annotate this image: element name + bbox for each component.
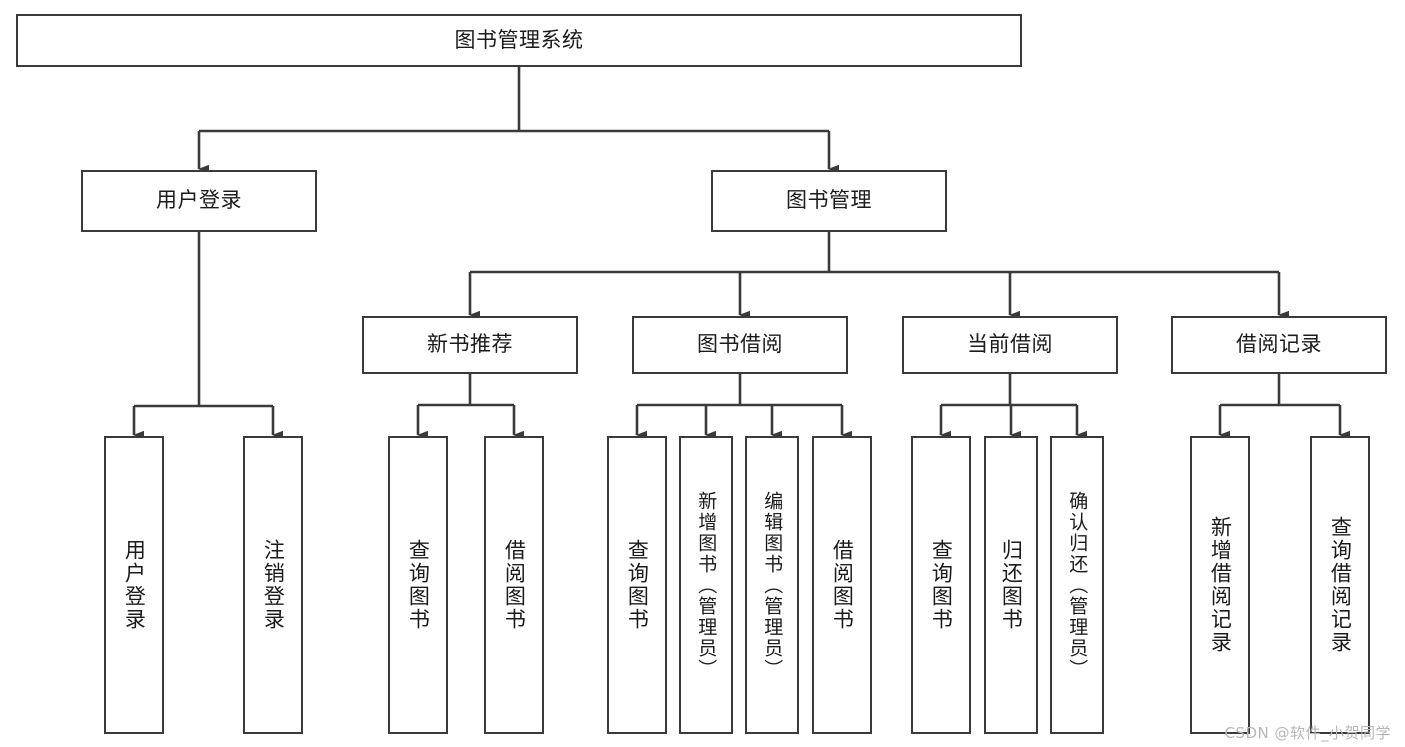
node-leaf-query-book-1: 查询图书 [388, 436, 448, 734]
node-leaf-query-record: 查询借阅记录 [1310, 436, 1370, 734]
node-leaf-borrow-book-2: 借阅图书 [812, 436, 872, 734]
node-label: 借阅图书 [830, 539, 855, 631]
node-label: 图书管理系统 [454, 27, 584, 52]
node-label: 编辑图书（管理员） [761, 490, 784, 680]
node-label: 借阅记录 [1236, 332, 1322, 357]
node-label: 注销登录 [261, 539, 286, 631]
node-current-borrow: 当前借阅 [902, 316, 1118, 374]
watermark-text: CSDN @软件_小贺同学 [1224, 724, 1391, 742]
node-label: 查询图书 [406, 539, 431, 631]
node-book-borrow: 图书借阅 [632, 316, 848, 374]
node-leaf-user-logout: 注销登录 [243, 436, 303, 734]
node-label: 新书推荐 [427, 332, 513, 357]
node-label: 新增借阅记录 [1208, 516, 1233, 654]
node-leaf-confirm-return: 确认归还（管理员） [1050, 436, 1104, 734]
node-label: 用户登录 [156, 188, 242, 213]
node-label: 图书借阅 [697, 332, 783, 357]
node-book-manage: 图书管理 [711, 170, 947, 232]
node-label: 确认归还（管理员） [1066, 490, 1089, 680]
node-label: 新增图书（管理员） [695, 490, 718, 680]
node-label: 用户登录 [122, 539, 147, 631]
node-leaf-edit-book: 编辑图书（管理员） [745, 436, 799, 734]
node-borrow-record: 借阅记录 [1171, 316, 1387, 374]
node-leaf-query-book-3: 查询图书 [911, 436, 971, 734]
node-leaf-add-record: 新增借阅记录 [1190, 436, 1250, 734]
node-label: 查询图书 [929, 539, 954, 631]
node-label: 查询图书 [625, 539, 650, 631]
node-leaf-add-book: 新增图书（管理员） [679, 436, 733, 734]
node-leaf-user-login: 用户登录 [104, 436, 164, 734]
node-label: 归还图书 [999, 539, 1024, 631]
node-leaf-borrow-book-1: 借阅图书 [484, 436, 544, 734]
node-label: 图书管理 [786, 188, 872, 213]
node-label: 当前借阅 [967, 332, 1053, 357]
node-new-book-rec: 新书推荐 [362, 316, 578, 374]
node-label: 查询借阅记录 [1328, 516, 1353, 654]
node-root: 图书管理系统 [16, 14, 1022, 67]
node-user-login: 用户登录 [81, 170, 317, 232]
node-leaf-query-book-2: 查询图书 [607, 436, 667, 734]
node-leaf-return-book: 归还图书 [984, 436, 1038, 734]
node-label: 借阅图书 [502, 539, 527, 631]
